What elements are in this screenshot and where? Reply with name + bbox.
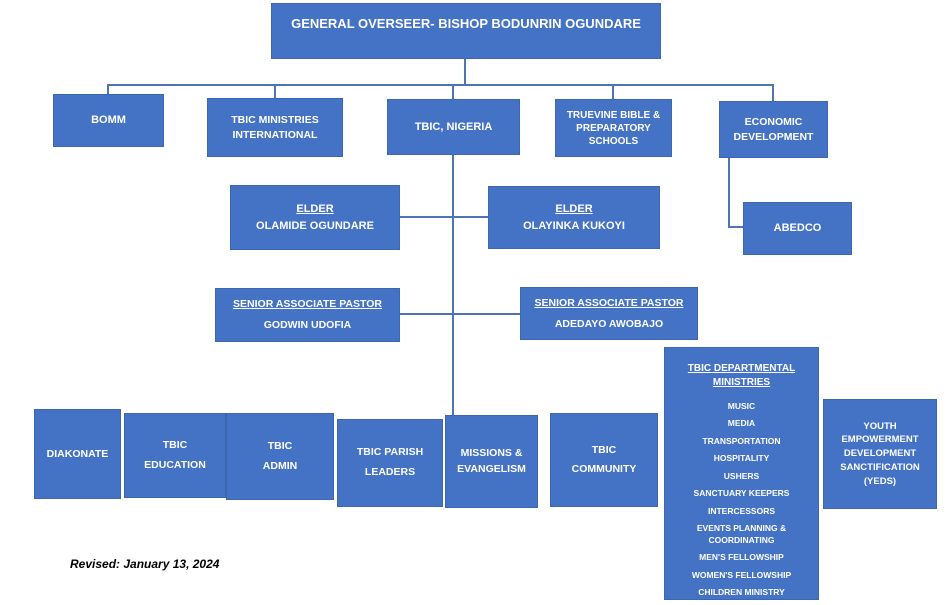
org-node-missions-evangelism: MISSIONS & EVANGELISM <box>445 415 538 508</box>
ministry-item: TRANSPORTATION <box>702 435 781 446</box>
org-node-label: ECONOMIC DEVELOPMENT <box>733 116 814 143</box>
connector-sap-right <box>453 313 521 315</box>
org-node-economic-development: ECONOMIC DEVELOPMENT <box>719 101 828 158</box>
ministry-item: USHERS <box>723 470 760 481</box>
org-node-tbic-nigeria: TBIC, NIGERIA <box>387 99 520 155</box>
org-node-title: SENIOR ASSOCIATE PASTOR <box>534 296 684 309</box>
org-node-diakonate: DIAKONATE <box>34 409 121 499</box>
org-node-truevine-schools: TRUEVINE BIBLE & PREPARATORY SCHOOLS <box>555 99 672 157</box>
org-node-label: TBIC COMMUNITY <box>571 444 637 475</box>
org-node-label: ABEDCO <box>773 222 822 235</box>
ministry-item: INTERCESSORS <box>707 505 776 516</box>
connector-stub-tbic-nigeria <box>452 84 454 100</box>
org-node-yeds: YOUTH EMPOWERMENT DEVELOPMENT SANCTIFICA… <box>823 399 937 509</box>
connector-top-bus <box>107 84 774 86</box>
org-node-title: SENIOR ASSOCIATE PASTOR <box>233 298 382 311</box>
org-node-tbic-admin: TBIC ADMIN <box>226 413 334 500</box>
ministry-item: MEN'S FELLOWSHIP <box>699 552 784 563</box>
connector-elder-right <box>453 216 489 218</box>
connector-stub-tbic-ministries <box>274 84 276 99</box>
org-node-elder-olamide-ogundare: ELDER OLAMIDE OGUNDARE <box>230 185 400 250</box>
org-node-label: TBIC ADMIN <box>262 439 298 472</box>
connector-stub-bomm <box>107 84 109 95</box>
connector-stub-truevine <box>612 84 614 100</box>
org-node-elder-olayinka-kukoyi: ELDER OLAYINKA KUKOYI <box>488 186 660 249</box>
org-node-general-overseer: GENERAL OVERSEER- BISHOP BODUNRIN OGUNDA… <box>271 3 661 59</box>
ministry-item: HOSPITALITY <box>713 453 770 464</box>
org-node-person-name: ADEDAYO AWOBAJO <box>554 317 664 330</box>
org-node-person-name: OLAYINKA KUKOYI <box>523 219 625 232</box>
org-node-tbic-ministries-international: TBIC MINISTRIES INTERNATIONAL <box>207 98 343 157</box>
ministry-item: WOMEN'S FELLOWSHIP <box>691 569 792 580</box>
org-node-person-name: OLAMIDE OGUNDARE <box>256 219 374 232</box>
connector-main-trunk <box>452 155 454 415</box>
org-node-label: YOUTH EMPOWERMENT DEVELOPMENT SANCTIFICA… <box>840 420 920 487</box>
ministry-item: SANCTUARY KEEPERS <box>693 488 790 499</box>
org-node-tbic-community: TBIC COMMUNITY <box>550 413 658 507</box>
org-node-label: GENERAL OVERSEER- BISHOP BODUNRIN OGUNDA… <box>291 16 641 31</box>
org-node-title: ELDER <box>555 203 593 215</box>
ministry-item: MEDIA <box>727 418 756 429</box>
org-node-abedco: ABEDCO <box>743 202 852 255</box>
org-node-label: TBIC PARISH LEADERS <box>356 446 424 478</box>
org-node-bomm: BOMM <box>53 94 164 147</box>
org-node-label: TBIC MINISTRIES INTERNATIONAL <box>231 114 319 141</box>
connector-elder-left <box>400 216 453 218</box>
org-node-tbic-departmental-ministries: TBIC DEPARTMENTAL MINISTRIES MUSIC MEDIA… <box>664 347 819 600</box>
org-node-title: ELDER <box>296 203 334 215</box>
revision-date-note: Revised: January 13, 2024 <box>70 557 220 571</box>
org-node-label: TBIC, NIGERIA <box>414 120 493 133</box>
ministry-item: MUSIC <box>727 401 756 411</box>
connector-sap-left <box>400 313 453 315</box>
connector-stub-economic <box>772 84 774 102</box>
org-node-label: TBIC EDUCATION <box>144 438 206 471</box>
org-node-person-name: GODWIN UDOFIA <box>263 319 352 331</box>
connector-abedco-vertical <box>728 158 730 228</box>
ministry-item: CHILDREN MINISTRY <box>698 587 785 598</box>
org-node-label: DIAKONATE <box>46 447 109 460</box>
org-node-label: MISSIONS & EVANGELISM <box>457 446 526 475</box>
connector-abedco-horizontal <box>728 226 744 228</box>
ministry-item: EVENTS PLANNING & COORDINATING <box>696 523 787 545</box>
org-node-tbic-education: TBIC EDUCATION <box>124 413 226 498</box>
org-node-sap-adedayo-awobajo: SENIOR ASSOCIATE PASTOR ADEDAYO AWOBAJO <box>520 287 698 340</box>
org-node-sap-godwin-udofia: SENIOR ASSOCIATE PASTOR GODWIN UDOFIA <box>215 288 400 342</box>
org-node-title: TBIC DEPARTMENTAL MINISTRIES <box>687 363 796 388</box>
org-node-label: TRUEVINE BIBLE & PREPARATORY SCHOOLS <box>566 109 661 147</box>
connector-top-trunk <box>464 59 466 86</box>
org-node-tbic-parish-leaders: TBIC PARISH LEADERS <box>337 419 443 507</box>
org-node-label: BOMM <box>91 114 126 127</box>
